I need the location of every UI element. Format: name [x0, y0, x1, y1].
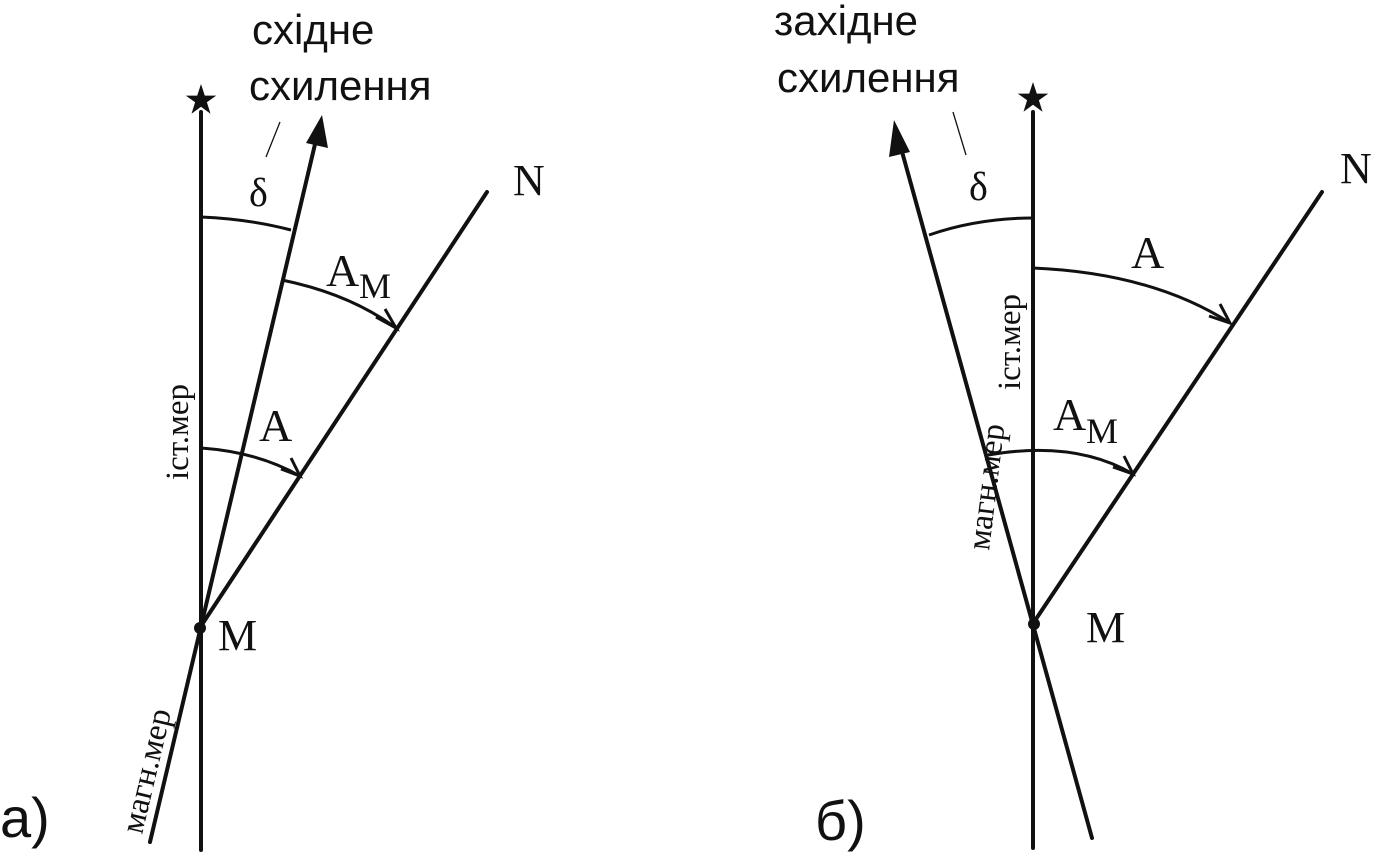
panel-a-magnetic-azimuth-label: A M: [326, 245, 391, 306]
panel-a-declination-title-line2: схилення: [249, 62, 431, 109]
panel-b-true-azimuth-arc: [1032, 266, 1231, 325]
panel-a-caption: а): [0, 786, 50, 849]
panel-a-true-azimuth-arrowhead: [280, 457, 304, 479]
panel-a-magnetic-azimuth-subscript: M: [359, 266, 391, 306]
panel-b-magnetic-azimuth-label: A M: [1053, 389, 1118, 451]
panel-a-star-icon: [185, 84, 217, 114]
panel-a-magnetic-north-arrowhead: [306, 115, 328, 148]
panel-a-magnetic-azimuth-arrowhead: [375, 308, 400, 332]
panel-a-magnetic-azimuth-letter: A: [326, 245, 359, 296]
panel-a-delta-leader-line: [265, 121, 281, 158]
panel-b-point-n-label: N: [1340, 144, 1372, 193]
panel-a-true-meridian-label: іст.мер: [160, 384, 196, 480]
panel-b-delta-label: δ: [969, 164, 988, 209]
panel-b-magnetic-meridian-label: магн.мер: [961, 422, 1012, 552]
panel-a-point-n-label: N: [513, 156, 545, 205]
panel-b-true-azimuth-arrowhead: [1208, 303, 1234, 326]
panel-b-declination-title-line1: західне: [774, 0, 918, 44]
panel-a-point-m-label: M: [218, 611, 257, 660]
panel-a-point-m: [194, 622, 206, 634]
panel-b: західне схилення δ A A M M N іст.мер маг…: [774, 0, 1372, 852]
panel-a-true-azimuth-label: A: [259, 400, 292, 451]
panel-b-magnetic-azimuth-arc: [987, 448, 1134, 476]
panel-b-true-meridian-label: іст.мер: [992, 294, 1028, 390]
panel-b-delta-arc: [928, 216, 1034, 237]
panel-b-declination-title-line2: схилення: [777, 54, 959, 101]
panel-b-direction-line-mn: [1032, 190, 1324, 624]
panel-a-magnetic-meridian-label: магн.мер: [115, 705, 179, 837]
panel-a-magnetic-meridian-line: [148, 138, 318, 844]
panel-a: східне схилення δ A M A M N іст.мер магн…: [0, 6, 545, 852]
panel-b-point-m: [1028, 618, 1040, 630]
panel-b-magnetic-north-arrowhead: [889, 120, 910, 157]
panel-b-magnetic-azimuth-subscript: M: [1086, 411, 1118, 451]
panel-b-magnetic-azimuth-letter: A: [1053, 389, 1086, 440]
panel-a-delta-arc: [200, 215, 292, 232]
panel-b-magnetic-azimuth-arrowhead: [1112, 455, 1136, 477]
panel-b-point-m-label: M: [1086, 603, 1125, 652]
panel-b-star-icon: [1017, 82, 1049, 112]
panel-b-delta-leader-line: [952, 111, 967, 156]
panel-b-magnetic-meridian-line: [899, 146, 1094, 840]
panel-a-direction-line-mn: [199, 190, 489, 628]
panel-b-caption: б): [815, 789, 866, 852]
panel-b-true-azimuth-label: A: [1131, 227, 1164, 278]
panel-a-declination-title-line1: східне: [252, 6, 374, 53]
panel-a-delta-label: δ: [249, 170, 268, 215]
